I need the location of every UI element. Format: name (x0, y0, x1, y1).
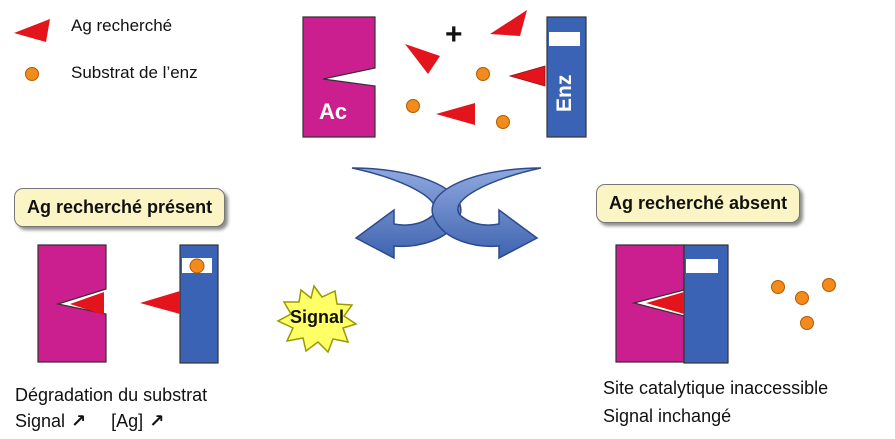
free-antigen (490, 10, 527, 36)
substrate-dot (822, 278, 836, 292)
present-antibody (37, 244, 107, 363)
curved-arrow-right (431, 167, 542, 260)
increase-arrow-icon: ↗ (149, 411, 165, 431)
top-antibody (302, 16, 376, 138)
free-antigen (405, 44, 440, 74)
absent-title-box: Ag recherché absent (596, 184, 801, 223)
present-caption-line2: Signal↗ [Ag]↗ (15, 411, 164, 432)
substrate-dot (476, 67, 490, 81)
legend-antigen-label: Ag recherché (71, 16, 173, 35)
free-antigen (436, 103, 475, 125)
substrate-dot (795, 291, 809, 305)
absent-caption-line1: Site catalytique inaccessible (603, 378, 829, 398)
present-enzyme-antigen (140, 291, 180, 314)
present-caption-ag: [Ag] (111, 411, 144, 431)
enzyme-label: Enz (553, 74, 576, 112)
substrate-dot (800, 316, 814, 330)
substrate-dot (406, 99, 420, 113)
top-enzyme-active-site (549, 32, 580, 46)
present-title-box: Ag recherché présent (14, 188, 226, 227)
signal-label: Signal (290, 307, 345, 327)
present-captured-antigen (70, 292, 104, 315)
substrate-dot (771, 280, 785, 294)
increase-arrow-icon: ↗ (71, 411, 87, 431)
antibody-label: Ac (319, 99, 348, 124)
signal-burst (276, 284, 358, 354)
legend-substrate-label: Substrat de l’enz (71, 63, 198, 82)
absent-enzyme-active-site (686, 259, 718, 273)
legend-substrate-icon (25, 67, 39, 81)
present-caption-line1: Dégradation du substrat (15, 385, 208, 405)
top-antigen-bound-loose (508, 65, 546, 87)
substrate-dot (496, 115, 510, 129)
plus-sign: + (445, 18, 463, 51)
absent-caption-line2: Signal inchangé (603, 406, 732, 426)
present-caption-signal: Signal (15, 411, 66, 431)
absent-bridging-antigen (646, 292, 684, 314)
present-substrate-in-site (189, 258, 205, 274)
legend-antigen-icon (14, 19, 50, 42)
